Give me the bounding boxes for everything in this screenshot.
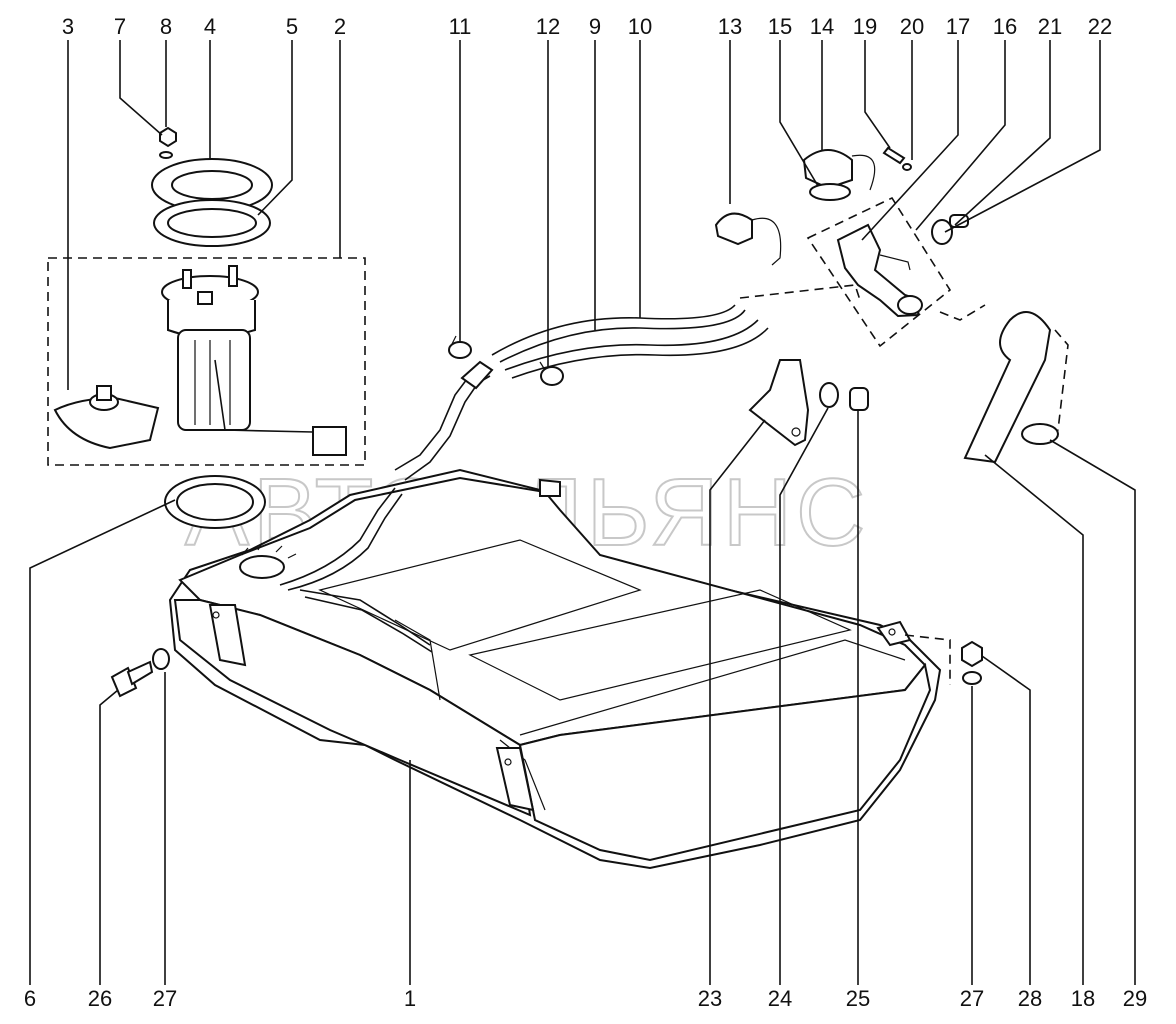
callout-label: 26 bbox=[88, 986, 112, 1011]
callout-label: 6 bbox=[24, 986, 36, 1011]
washer-27-left bbox=[152, 648, 170, 670]
callout-label: 8 bbox=[160, 14, 172, 39]
filler-neck bbox=[836, 223, 923, 318]
callout-label: 17 bbox=[946, 14, 970, 39]
ring-gasket bbox=[153, 199, 271, 247]
callout-label: 7 bbox=[114, 14, 126, 39]
washer-20 bbox=[902, 163, 912, 171]
callout-label: 11 bbox=[449, 14, 472, 39]
bracket bbox=[748, 359, 810, 447]
callouts-top: 3 7 8 4 5 2 11 12 9 10 13 15 14 19 20 17… bbox=[62, 14, 1112, 39]
callout-label: 25 bbox=[846, 986, 870, 1011]
screw-19 bbox=[882, 146, 906, 165]
washer-27-right bbox=[962, 671, 982, 685]
callout-label: 5 bbox=[286, 14, 298, 39]
callout-label: 19 bbox=[853, 14, 877, 39]
fuel-tank bbox=[168, 468, 942, 870]
assembly-dash-line-a bbox=[739, 284, 861, 301]
callout-label: 28 bbox=[1018, 986, 1042, 1011]
callout-label: 29 bbox=[1123, 986, 1147, 1011]
pump-module-group-box bbox=[47, 257, 366, 466]
callout-label: 15 bbox=[768, 14, 792, 39]
fuel-pump-module bbox=[161, 265, 347, 456]
callout-label: 9 bbox=[589, 14, 601, 39]
callout-label: 1 bbox=[404, 986, 416, 1011]
filler-cap-13 bbox=[714, 212, 782, 266]
callout-label: 21 bbox=[1038, 14, 1062, 39]
lock-ring bbox=[151, 158, 273, 212]
nut bbox=[159, 126, 177, 148]
cap-seal-15 bbox=[809, 183, 851, 201]
leader-lines bbox=[29, 40, 1136, 985]
clamp-12 bbox=[539, 361, 564, 386]
callout-label: 3 bbox=[62, 14, 74, 39]
bolt-26 bbox=[110, 660, 154, 698]
callout-label: 10 bbox=[628, 14, 652, 39]
hose-clamp-29 bbox=[1021, 423, 1059, 445]
callout-label: 22 bbox=[1088, 14, 1112, 39]
callout-label: 16 bbox=[993, 14, 1017, 39]
callout-label: 13 bbox=[718, 14, 742, 39]
callouts-bottom: 6 26 27 1 23 24 25 27 28 18 29 bbox=[24, 986, 1147, 1011]
callout-label: 18 bbox=[1071, 986, 1095, 1011]
washer-24 bbox=[819, 382, 839, 408]
callout-label: 27 bbox=[153, 986, 177, 1011]
assembly-dash-line-c bbox=[904, 634, 951, 685]
module-seal bbox=[164, 475, 266, 529]
assembly-dash-line-b bbox=[939, 304, 986, 321]
callout-label: 14 bbox=[810, 14, 834, 39]
washer bbox=[159, 151, 173, 159]
callout-label: 23 bbox=[698, 986, 722, 1011]
callout-label: 2 bbox=[334, 14, 346, 39]
filler-neck-group-box bbox=[806, 196, 952, 348]
nut-28 bbox=[961, 640, 983, 668]
callout-label: 24 bbox=[768, 986, 792, 1011]
callout-label: 27 bbox=[960, 986, 984, 1011]
callout-label: 20 bbox=[900, 14, 924, 39]
fuel-pipes bbox=[394, 304, 769, 481]
bushing-25 bbox=[849, 387, 869, 411]
callout-label: 12 bbox=[536, 14, 560, 39]
callout-label: 4 bbox=[204, 14, 216, 39]
pump-strainer bbox=[53, 385, 160, 450]
